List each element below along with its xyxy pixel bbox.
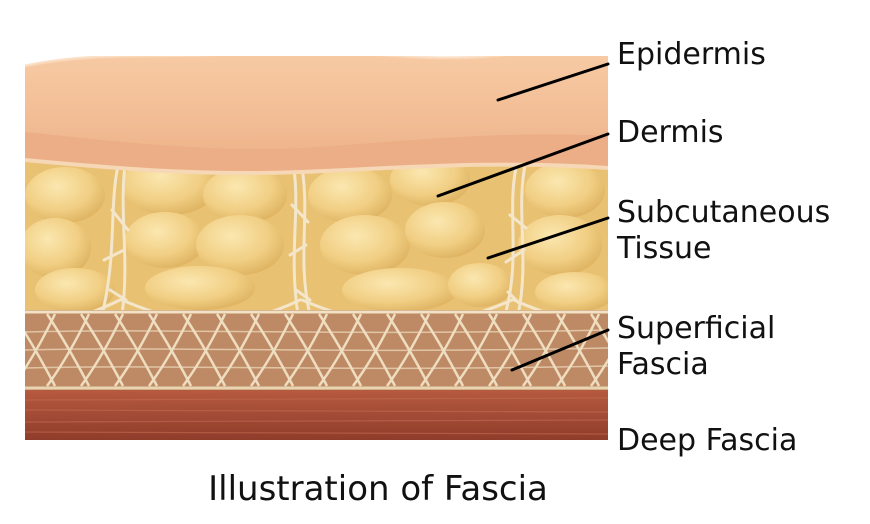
label-superficial-line1: Superficial — [617, 311, 775, 346]
tissue-cross-section — [0, 56, 608, 440]
dermis-layer — [25, 130, 608, 174]
mesh-strand — [215, 313, 261, 387]
diagram-caption: Illustration of Fascia — [208, 469, 548, 509]
mesh-strand — [487, 313, 533, 387]
label-deep-fascia: Deep Fascia — [617, 423, 797, 458]
label-dermis: Dermis — [617, 115, 724, 150]
mesh-strand — [113, 313, 159, 387]
mesh-strand — [0, 314, 21, 386]
mesh-strand — [589, 313, 608, 344]
mesh-strand — [25, 330, 57, 387]
mesh-strand — [25, 365, 608, 370]
superficial-fascia-mesh — [0, 313, 608, 387]
label-subcutaneous-line2: Tissue — [616, 231, 711, 266]
dermis-leader — [436, 132, 610, 198]
mesh-strand — [79, 313, 125, 387]
label-epidermis: Epidermis — [617, 37, 766, 72]
superficial-fascia-leader — [510, 328, 610, 372]
subcutaneous-leader — [486, 216, 610, 260]
mesh-strand — [419, 313, 465, 387]
mesh-strand — [453, 313, 499, 387]
mesh-strand — [0, 314, 21, 386]
fat-lobules — [25, 154, 608, 312]
mesh-strand — [25, 347, 608, 352]
mesh-strand — [589, 358, 608, 387]
deep-fascia-striations — [25, 397, 608, 435]
mesh-strand — [249, 313, 295, 387]
mesh-strand — [351, 313, 397, 387]
mesh-strand — [25, 329, 608, 334]
mesh-strand — [45, 313, 91, 387]
mesh-strand — [555, 313, 601, 387]
mesh-strand — [521, 313, 567, 387]
mesh-strand — [147, 313, 193, 387]
mesh-strand — [181, 313, 227, 387]
epidermis-layer — [25, 56, 608, 149]
epidermis-leader — [496, 62, 610, 102]
mesh-strand — [317, 313, 363, 387]
label-subcutaneous-line1: Subcutaneous — [617, 195, 830, 230]
label-superficial-line2: Fascia — [617, 347, 709, 382]
mesh-strand — [283, 313, 329, 387]
mesh-strand — [385, 313, 431, 387]
